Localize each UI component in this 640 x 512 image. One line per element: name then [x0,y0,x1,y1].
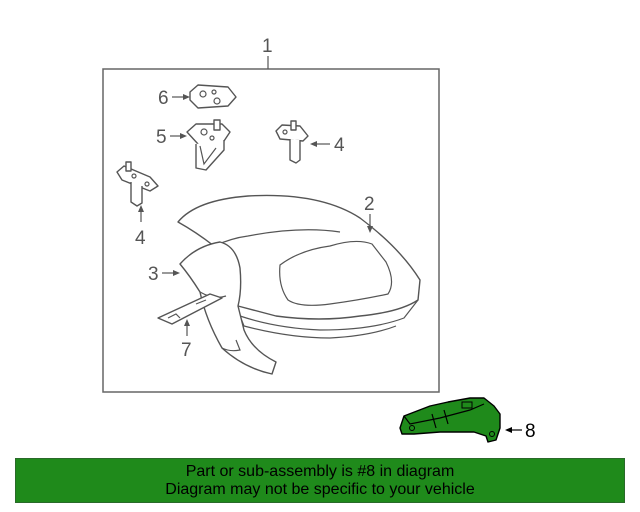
part-6-plate[interactable] [189,84,237,109]
callout-5[interactable]: 5 [156,127,187,148]
part-4-hinge-right[interactable] [275,120,309,164]
callout-6[interactable]: 6 [158,88,190,109]
callout-4-left-label: 4 [135,228,146,249]
callout-2[interactable]: 2 [364,194,375,233]
assembly-frame [102,68,440,393]
part-5-bracket[interactable] [186,119,231,171]
callout-1[interactable]: 1 [262,36,273,69]
callout-4-right[interactable]: 4 [310,135,345,156]
callout-3-label: 3 [148,264,159,285]
part-8-body[interactable] [399,397,501,443]
callout-4-right-label: 4 [334,135,345,156]
callout-7[interactable]: 7 [181,319,192,361]
callout-1-label: 1 [262,36,273,57]
part-4-hinge-left[interactable] [116,161,159,207]
callout-8[interactable]: 8 [505,421,536,442]
banner-line-1: Part or sub-assembly is #8 in diagram [185,463,455,480]
info-banner: Part or sub-assembly is #8 in diagram Di… [15,458,625,503]
callout-5-label: 5 [156,127,167,148]
banner-line-2: Diagram may not be specific to your vehi… [165,481,475,498]
callout-8-label: 8 [525,421,536,442]
part-7-seal-strip[interactable] [157,293,223,325]
callout-6-label: 6 [158,88,169,109]
callout-7-label: 7 [181,340,192,361]
callout-4-left[interactable]: 4 [135,205,146,249]
callout-2-label: 2 [364,194,375,215]
callout-3[interactable]: 3 [148,264,180,285]
part-8-bracket[interactable] [399,397,501,443]
